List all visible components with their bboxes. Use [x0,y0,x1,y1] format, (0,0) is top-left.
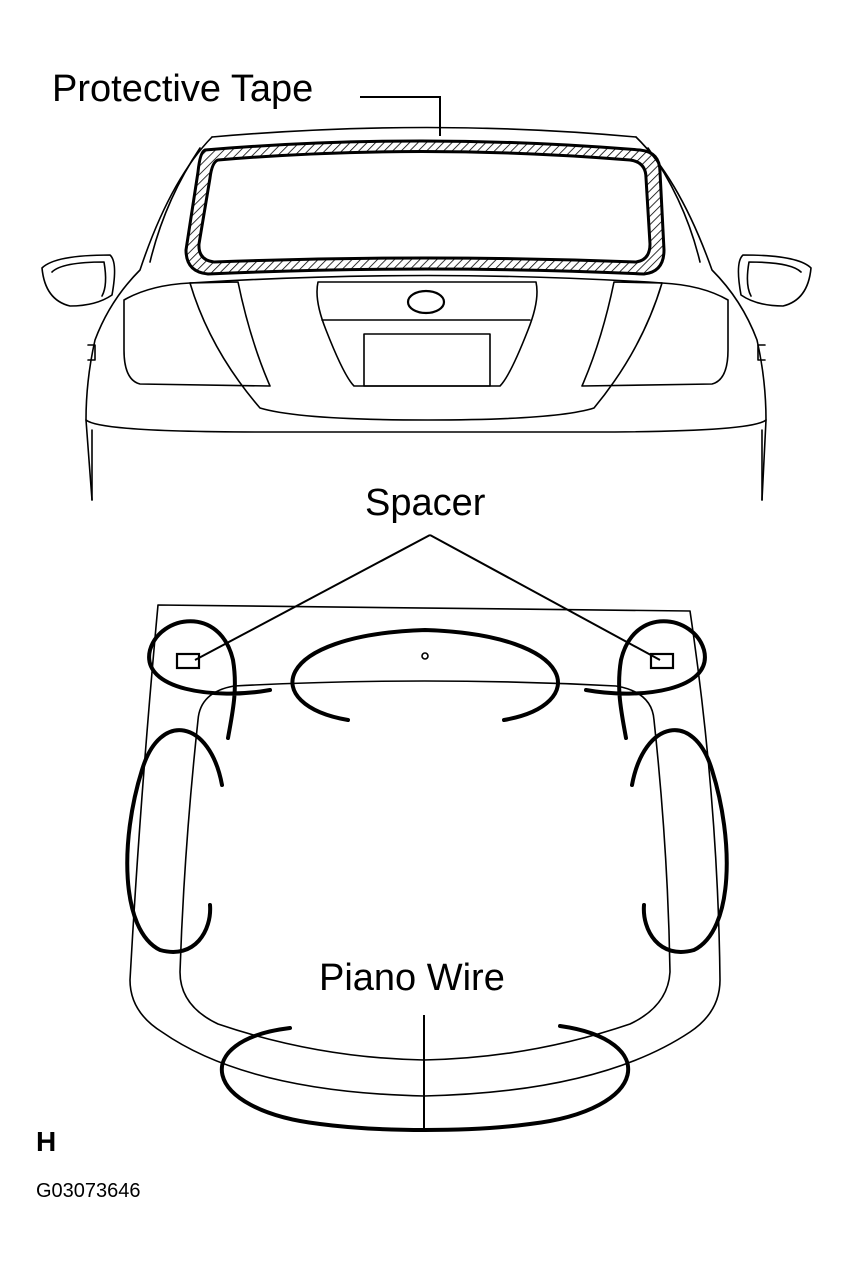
spacer-leader-left [194,534,431,661]
protective-tape-leader [360,96,441,136]
rear-glass [197,150,652,264]
protective-tape-label: Protective Tape [52,68,314,110]
piano-wire-path [125,619,729,1132]
right-spacer [649,652,675,670]
piano-wire-label: Piano Wire [319,957,505,999]
spacer-label: Spacer [365,482,486,524]
left-spacer [175,652,201,670]
figure-number: G03073646 [36,1180,141,1202]
spacer-leader-right [429,534,661,661]
view-letter: H [36,1126,57,1157]
car-rear-view [41,126,812,501]
